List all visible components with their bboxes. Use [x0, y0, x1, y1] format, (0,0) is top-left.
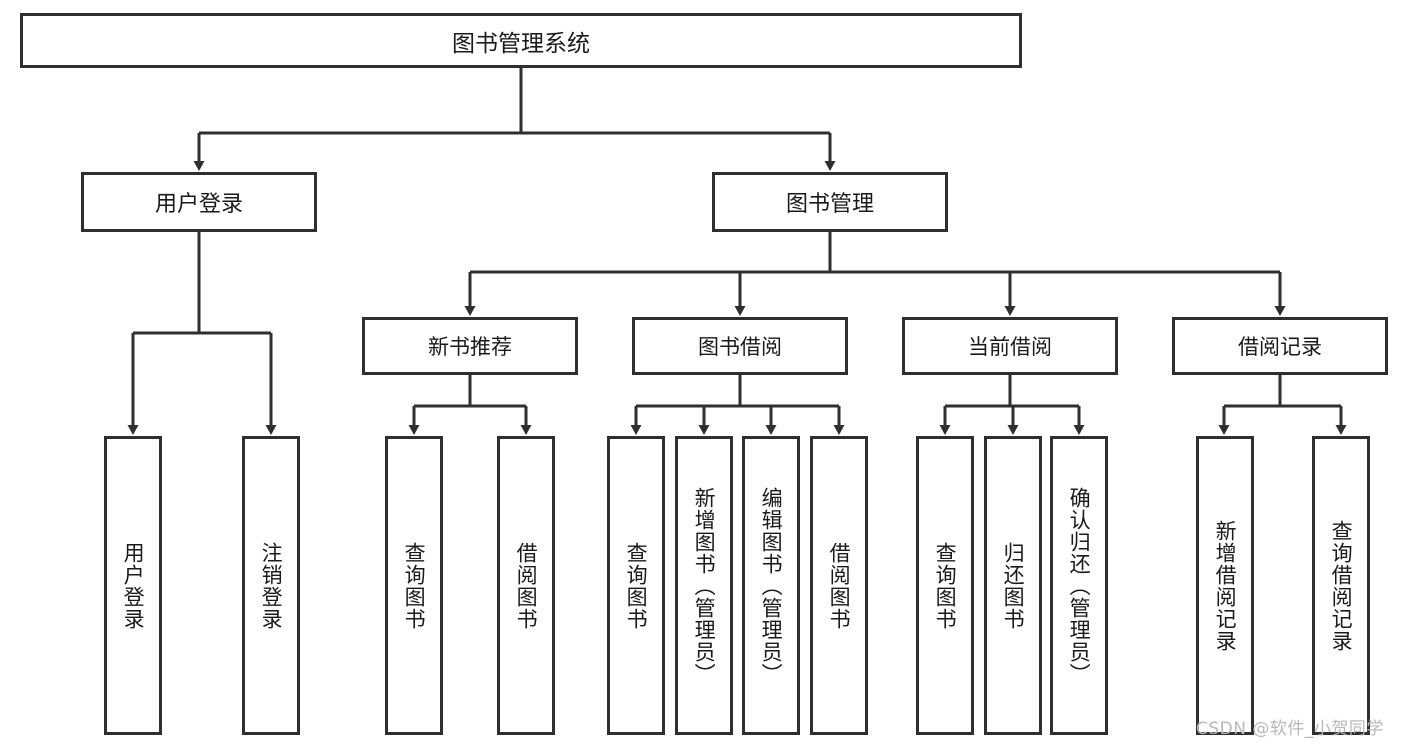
leaf-label: 归还图书 — [1001, 541, 1026, 630]
leaf-label: 用户登录 — [121, 541, 146, 630]
leaf-label: 新增图书（管理员） — [692, 486, 717, 685]
leaf-book-borrow-edit[interactable]: 编辑图书（管理员） — [742, 436, 800, 735]
node-book-management-label: 图书管理 — [785, 192, 874, 217]
node-book-borrow-label: 图书借阅 — [698, 335, 782, 359]
node-current-borrow-label: 当前借阅 — [968, 335, 1052, 359]
leaf-label: 查询图书 — [624, 541, 649, 630]
leaf-label: 注销登录 — [259, 541, 284, 630]
leaf-current-borrow-return[interactable]: 归还图书 — [984, 436, 1042, 735]
leaf-current-borrow-confirm[interactable]: 确认归还（管理员） — [1050, 436, 1108, 735]
leaf-label: 查询图书 — [402, 541, 427, 630]
node-root-label: 图书管理系统 — [452, 30, 590, 57]
leaf-borrow-record-add[interactable]: 新增借阅记录 — [1196, 436, 1254, 735]
leaf-label: 编辑图书（管理员） — [759, 486, 784, 685]
leaf-book-borrow-query[interactable]: 查询图书 — [607, 436, 665, 735]
node-current-borrow[interactable]: 当前借阅 — [902, 317, 1118, 375]
watermark-text: CSDN @软件_小贺同学 — [1196, 719, 1384, 739]
node-borrow-record[interactable]: 借阅记录 — [1172, 317, 1388, 375]
node-new-book-recommend[interactable]: 新书推荐 — [362, 317, 578, 375]
node-user-login-label: 用户登录 — [154, 192, 243, 217]
leaf-label: 查询借阅记录 — [1329, 519, 1354, 652]
leaf-book-borrow-add[interactable]: 新增图书（管理员） — [675, 436, 733, 735]
leaf-label: 确认归还（管理员） — [1067, 486, 1092, 685]
leaf-new-book-borrow[interactable]: 借阅图书 — [497, 436, 555, 735]
leaf-user-login-login[interactable]: 用户登录 — [104, 436, 162, 735]
leaf-borrow-record-query[interactable]: 查询借阅记录 — [1312, 436, 1370, 735]
leaf-new-book-query[interactable]: 查询图书 — [385, 436, 443, 735]
node-borrow-record-label: 借阅记录 — [1238, 335, 1322, 359]
node-book-borrow[interactable]: 图书借阅 — [632, 317, 848, 375]
leaf-book-borrow-borrow[interactable]: 借阅图书 — [810, 436, 868, 735]
leaf-label: 借阅图书 — [514, 541, 539, 630]
leaf-label: 借阅图书 — [827, 541, 852, 630]
leaf-label: 新增借阅记录 — [1213, 519, 1238, 652]
leaf-label: 查询图书 — [933, 541, 958, 630]
leaf-current-borrow-query[interactable]: 查询图书 — [916, 436, 974, 735]
leaf-user-login-logout[interactable]: 注销登录 — [242, 436, 300, 735]
node-root[interactable]: 图书管理系统 — [20, 13, 1022, 68]
node-user-login[interactable]: 用户登录 — [81, 172, 317, 232]
node-new-book-recommend-label: 新书推荐 — [428, 335, 512, 359]
node-book-management[interactable]: 图书管理 — [712, 172, 948, 232]
